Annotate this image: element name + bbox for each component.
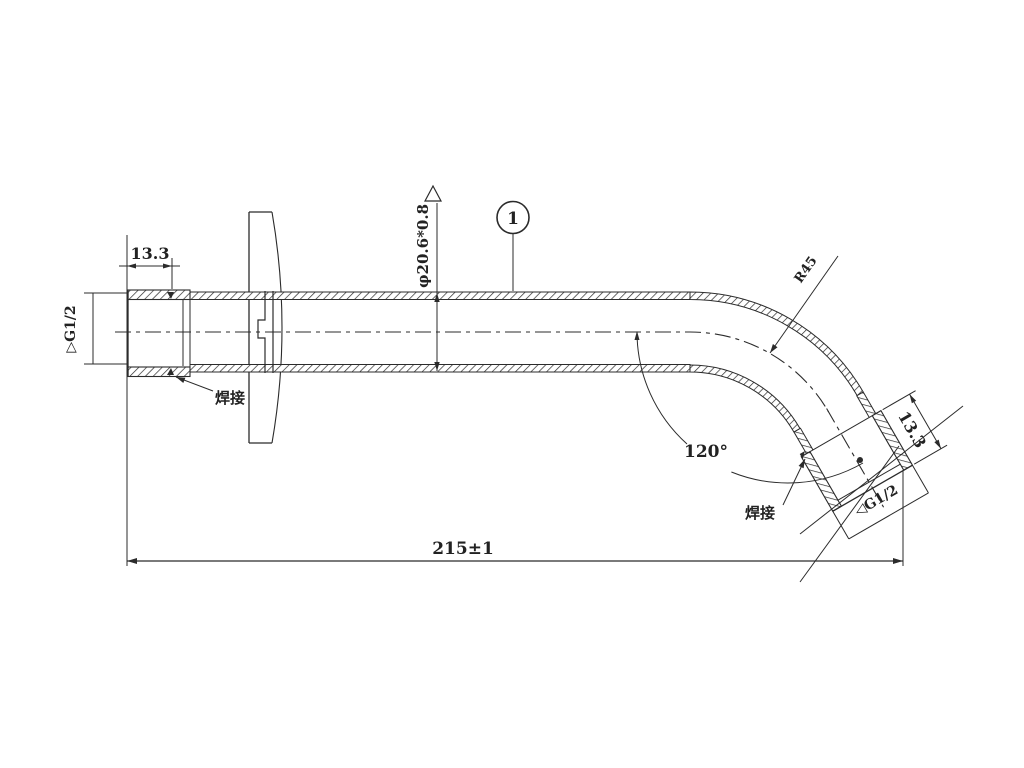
left-length-dimension [119, 235, 180, 566]
left-thread-callout [84, 292, 127, 365]
ext-line [913, 444, 948, 465]
weld-note-right: 焊接 [745, 458, 806, 522]
left-fitting-bg [128, 290, 190, 377]
tube-end-inside-right-socket [837, 463, 901, 501]
balloon-callout: 1 [496, 200, 530, 291]
left-thread-text: ▷G1/2 [63, 305, 79, 352]
tube-spec-dimension: φ20.6*0.8 [414, 184, 442, 371]
arrow-down [434, 362, 440, 371]
right-thread-callout [832, 464, 929, 540]
tube-bend-section [689, 291, 864, 433]
left-weld-notch-bottom [167, 368, 174, 375]
right-end-section: 13.3 ◁G1/2 [793, 390, 948, 540]
weld-left-text: 焊接 [215, 389, 245, 407]
wall-plate-curved-edge [271, 211, 283, 444]
right-length-dimension [882, 390, 948, 465]
balloon-number: 1 [507, 209, 519, 229]
bracket-line [848, 492, 929, 540]
arrow [934, 439, 942, 449]
bend-radius-text: R45 [792, 254, 821, 286]
arrow [909, 394, 917, 404]
left-weld-notch-top [167, 292, 174, 299]
surface-finish-triangle-icon [424, 184, 442, 202]
arrow [893, 558, 903, 564]
leader-arrow [770, 344, 778, 353]
leader-arrow [798, 459, 805, 469]
ext-line [882, 390, 916, 411]
tube-spec-text: φ20.6*0.8 [414, 204, 432, 288]
arrow [127, 263, 136, 269]
overall-length-dimension [127, 470, 904, 566]
arrow-up [434, 293, 440, 302]
main-centerline [115, 331, 830, 413]
angle-arc-right [731, 462, 864, 484]
arc-arrow [634, 331, 640, 340]
weld-note-left: 焊接 [175, 376, 245, 407]
bracket-line [832, 510, 850, 540]
right-weld-notch [799, 451, 805, 460]
wall-plate-caps [249, 211, 272, 444]
bend-angle-dimension [634, 331, 864, 484]
hub-left-line [257, 291, 266, 373]
bend-inner-wall [689, 364, 801, 433]
construction-line [799, 445, 900, 583]
overall-length-text: 215±1 [432, 539, 494, 559]
right-fitting-back [801, 410, 882, 458]
wall-plate [248, 211, 283, 444]
angle-arc-left [636, 331, 688, 445]
end-centerline [826, 408, 885, 508]
bracket-line [912, 464, 929, 494]
weld-right-text: 焊接 [745, 504, 775, 522]
leader-arrow [176, 377, 186, 383]
arrow [127, 558, 137, 564]
right-end-construction-lines [799, 405, 964, 583]
arrow [163, 263, 172, 269]
left-length-dim-text: 13.3 [131, 244, 170, 263]
left-fitting [127, 289, 191, 378]
arc-end-dot [857, 457, 863, 463]
radius-leader [769, 255, 839, 354]
bend-radius-callout: R45 [769, 254, 839, 354]
left-fitting-bottom-wall [127, 366, 191, 378]
left-fitting-top-wall [127, 289, 191, 301]
dim-line [909, 393, 942, 449]
bend-angle-text: 120° [684, 442, 728, 462]
